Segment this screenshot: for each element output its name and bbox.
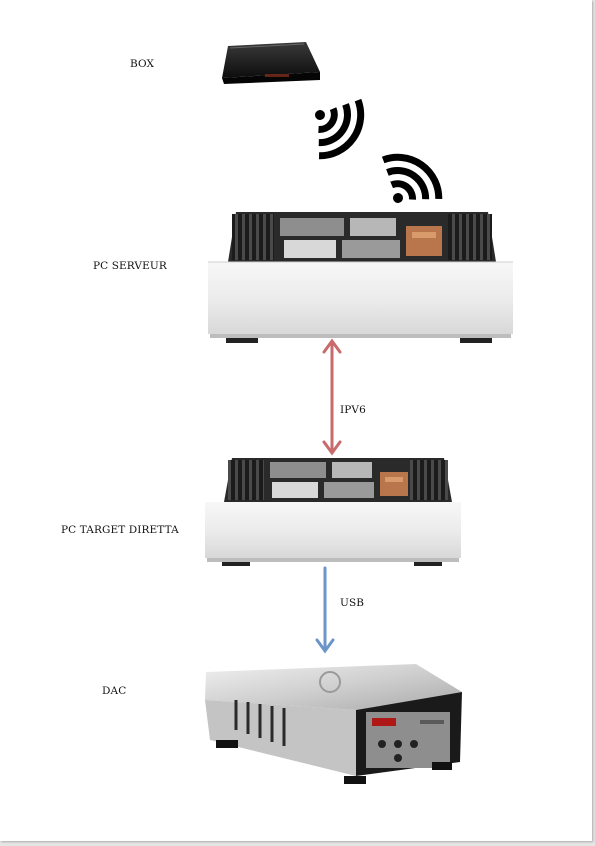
server-chassis-icon xyxy=(208,212,513,343)
wifi-signal-icon xyxy=(381,153,443,203)
wifi-signal-icon xyxy=(315,98,365,160)
usb-link-arrow xyxy=(315,566,335,654)
label-ipv6: IPV6 xyxy=(340,404,366,416)
router-icon xyxy=(222,42,320,84)
label-usb: USB xyxy=(340,597,365,609)
label-dac: DAC xyxy=(102,685,127,697)
target-chassis-icon xyxy=(205,458,461,566)
label-pc-target: PC TARGET DIRETTA xyxy=(61,524,179,536)
label-box: BOX xyxy=(130,58,155,70)
label-pc-serveur: PC SERVEUR xyxy=(93,260,167,272)
ipv6-link-arrow xyxy=(322,338,342,456)
dac-unit-icon xyxy=(205,664,462,784)
